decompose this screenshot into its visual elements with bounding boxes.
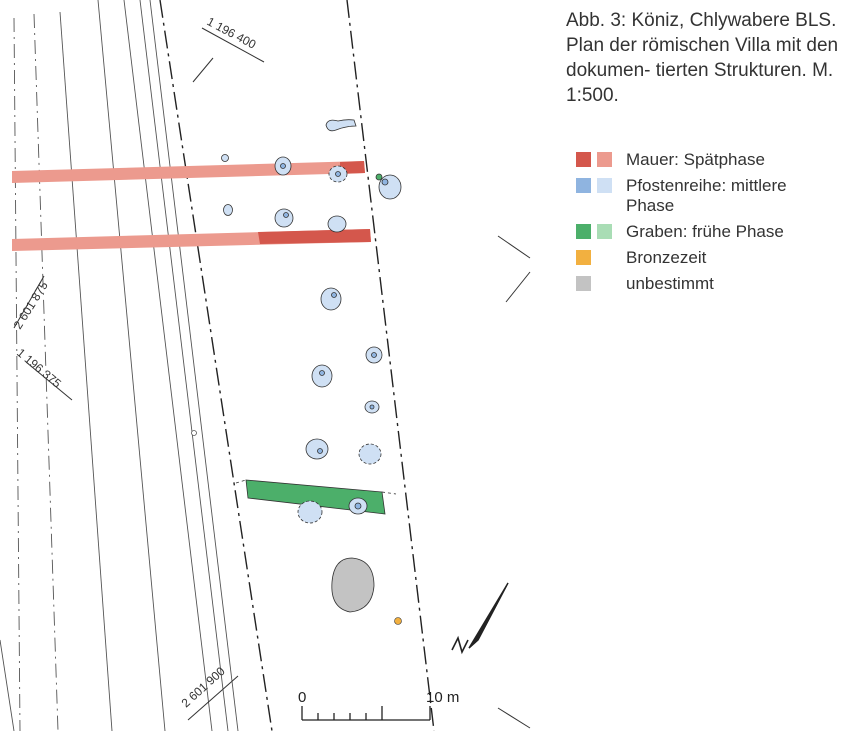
legend-label: Mauer: Spätphase — [626, 150, 765, 169]
mauer-walls — [12, 161, 371, 251]
bronze-age-find — [394, 617, 402, 625]
legend-item-mauer: Mauer: Spätphase — [576, 150, 856, 170]
legend-label: Bronzezeit — [626, 248, 707, 267]
legend-label: Graben: frühe Phase — [626, 222, 784, 241]
coord-label-3: 1 196 375 — [14, 346, 64, 391]
legend-item-graben: Graben: frühe Phase — [576, 222, 856, 242]
legend-swatch-light — [597, 152, 612, 167]
legend-item-pfostenreihe: Pfostenreihe: mittlere Phase — [576, 176, 856, 216]
legend-item-bronzezeit: Bronzezeit — [576, 248, 856, 268]
legend-label: unbestimmt — [626, 274, 714, 293]
legend-swatch — [576, 276, 591, 291]
coord-label-4: 2 601 900 — [179, 664, 228, 710]
scale-bar — [301, 706, 431, 721]
figure-caption: Abb. 3: Köniz, Chlywabere BLS. Plan der … — [566, 10, 839, 106]
post-holes — [221, 119, 402, 524]
scale-label-end: 10 m — [426, 689, 459, 706]
scale-label-start: 0 — [298, 689, 306, 706]
legend-swatch-light — [597, 224, 612, 239]
north-arrow-icon — [451, 582, 509, 655]
legend-item-unbestimmt: unbestimmt — [576, 274, 856, 294]
legend-swatch-dark — [576, 178, 591, 193]
unbestimmt-feature — [331, 557, 375, 613]
legend: Mauer: Spätphase Pfostenreihe: mittlere … — [576, 150, 856, 300]
legend-swatch-dark — [576, 152, 591, 167]
terrain-lines — [0, 0, 239, 731]
legend-swatch-light — [597, 178, 612, 193]
legend-swatch — [576, 250, 591, 265]
coordinate-marks — [13, 27, 531, 729]
coord-label-1: 1 196 400 — [205, 14, 259, 52]
legend-label: Pfostenreihe: mittlere Phase — [626, 176, 787, 215]
legend-swatch-dark — [576, 224, 591, 239]
excavation-boundary — [159, 0, 435, 731]
